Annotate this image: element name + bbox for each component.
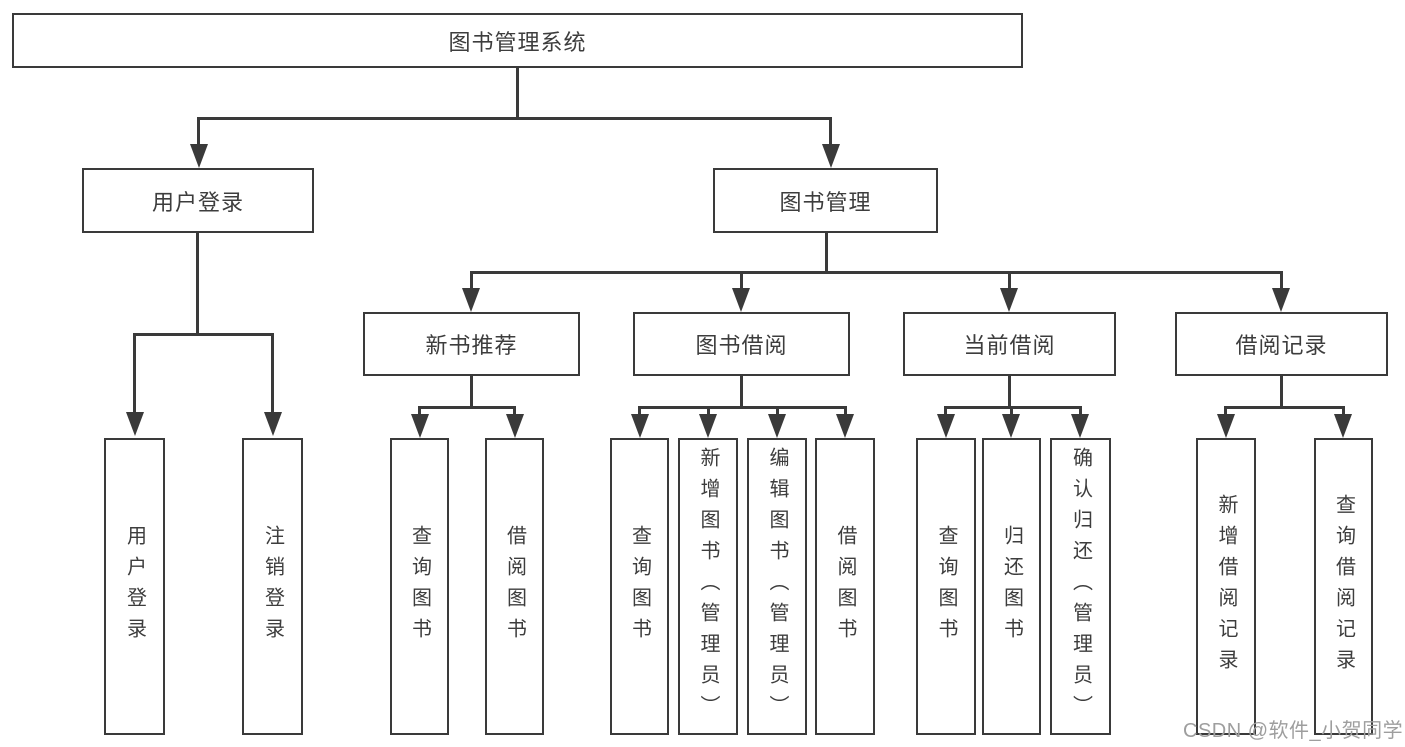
arrowhead-down xyxy=(411,414,429,438)
leaf-borrow-book-borrow-label: 借阅图书 xyxy=(834,524,856,649)
arrowhead-down xyxy=(732,288,750,312)
connector-root-drop-right xyxy=(829,117,832,147)
arrowhead-down xyxy=(506,414,524,438)
arrowhead-down xyxy=(1071,414,1089,438)
leaf-confirm-return-admin-label: 确认归还（管理员） xyxy=(1069,447,1092,726)
arrowhead-down xyxy=(822,144,840,168)
node-user-login: 用户登录 xyxy=(82,168,314,233)
arrowhead-down xyxy=(1000,288,1018,312)
leaf-query-book-borrow: 查询图书 xyxy=(610,438,669,735)
node-borrow-record-label: 借阅记录 xyxy=(1235,333,1328,358)
leaf-add-book-admin-label: 新增图书（管理员） xyxy=(697,447,719,726)
connector-userlogin-drop xyxy=(133,333,136,413)
connector-bookborrow-drop xyxy=(707,406,710,420)
connector-userlogin-stem xyxy=(196,232,199,336)
leaf-query-book-newbook-label: 查询图书 xyxy=(408,524,431,649)
leaf-add-borrow-record-label: 新增借阅记录 xyxy=(1215,493,1237,680)
node-root-label: 图书管理系统 xyxy=(448,29,587,55)
arrowhead-down xyxy=(1272,288,1290,312)
connector-root-split xyxy=(197,117,832,120)
node-book-borrow-label: 图书借阅 xyxy=(695,333,788,358)
arrowhead-down xyxy=(1217,414,1235,438)
leaf-return-book-label: 归还图书 xyxy=(1000,524,1023,649)
leaf-edit-book-admin: 编辑图书（管理员） xyxy=(747,438,807,735)
connector-currentborrow-split xyxy=(944,406,1082,409)
csdn-watermark: CSDN @软件_小贺同学 xyxy=(1183,720,1404,742)
connector-bookborrow-drop xyxy=(776,406,779,420)
connector-currentborrow-drop xyxy=(1079,406,1082,420)
leaf-borrow-book-newbook-label: 借阅图书 xyxy=(503,524,526,649)
arrowhead-down xyxy=(462,288,480,312)
arrowhead-down xyxy=(1002,414,1020,438)
leaf-user-login: 用户登录 xyxy=(104,438,165,735)
connector-root-stem xyxy=(516,68,519,119)
leaf-logout: 注销登录 xyxy=(242,438,303,735)
node-new-book-recommend-label: 新书推荐 xyxy=(425,333,518,358)
leaf-query-book-current: 查询图书 xyxy=(916,438,976,735)
leaf-query-borrow-record-label: 查询借阅记录 xyxy=(1332,493,1355,680)
node-new-book-recommend: 新书推荐 xyxy=(363,312,580,376)
connector-newbook-stem xyxy=(470,374,473,409)
leaf-confirm-return-admin: 确认归还（管理员） xyxy=(1050,438,1111,735)
node-current-borrow-label: 当前借阅 xyxy=(963,333,1056,358)
arrowhead-down xyxy=(937,414,955,438)
connector-bookmgmt-drop xyxy=(1008,271,1011,289)
leaf-user-login-label: 用户登录 xyxy=(123,524,146,649)
connector-newbook-drop xyxy=(418,406,421,420)
connector-currentborrow-drop xyxy=(1010,406,1013,420)
leaf-query-borrow-record: 查询借阅记录 xyxy=(1314,438,1373,735)
leaf-query-book-borrow-label: 查询图书 xyxy=(628,524,651,649)
arrowhead-down xyxy=(264,412,282,436)
connector-userlogin-drop xyxy=(271,333,274,413)
leaf-borrow-book-borrow: 借阅图书 xyxy=(815,438,875,735)
arrowhead-down xyxy=(126,412,144,436)
leaf-edit-book-admin-label: 编辑图书（管理员） xyxy=(766,447,788,726)
arrowhead-down xyxy=(699,414,717,438)
connector-bookmgmt-drop xyxy=(1280,271,1283,289)
node-book-management-label: 图书管理 xyxy=(779,189,872,215)
arrowhead-down xyxy=(190,144,208,168)
node-borrow-record: 借阅记录 xyxy=(1175,312,1388,376)
node-current-borrow: 当前借阅 xyxy=(903,312,1116,376)
connector-bookborrow-drop xyxy=(638,406,641,420)
arrowhead-down xyxy=(836,414,854,438)
arrowhead-down xyxy=(631,414,649,438)
connector-bookmgmt-drop xyxy=(470,271,473,289)
connector-borrowrecord-drop xyxy=(1342,406,1345,420)
arrowhead-down xyxy=(768,414,786,438)
connector-borrowrecord-split xyxy=(1224,406,1345,409)
connector-bookmgmt-split xyxy=(470,271,1282,274)
leaf-return-book: 归还图书 xyxy=(982,438,1041,735)
leaf-query-book-newbook: 查询图书 xyxy=(390,438,449,735)
leaf-add-borrow-record: 新增借阅记录 xyxy=(1196,438,1256,735)
connector-bookborrow-drop xyxy=(844,406,847,420)
leaf-query-book-current-label: 查询图书 xyxy=(935,524,957,649)
connector-currentborrow-stem xyxy=(1008,374,1011,409)
connector-newbook-drop xyxy=(513,406,516,420)
node-root: 图书管理系统 xyxy=(12,13,1023,68)
leaf-add-book-admin: 新增图书（管理员） xyxy=(678,438,738,735)
node-book-borrow: 图书借阅 xyxy=(633,312,850,376)
connector-bookmgmt-stem xyxy=(825,232,828,274)
leaf-borrow-book-newbook: 借阅图书 xyxy=(485,438,544,735)
connector-bookborrow-split xyxy=(638,406,847,409)
connector-newbook-split xyxy=(418,406,516,409)
connector-borrowrecord-stem xyxy=(1280,374,1283,409)
node-user-login-label: 用户登录 xyxy=(151,189,244,215)
connector-userlogin-split xyxy=(133,333,274,336)
leaf-logout-label: 注销登录 xyxy=(261,524,284,649)
node-book-management: 图书管理 xyxy=(713,168,938,233)
arrowhead-down xyxy=(1334,414,1352,438)
connector-bookmgmt-drop xyxy=(740,271,743,289)
connector-currentborrow-drop xyxy=(944,406,947,420)
connector-borrowrecord-drop xyxy=(1224,406,1227,420)
connector-bookborrow-stem xyxy=(740,374,743,409)
connector-root-drop-left xyxy=(197,117,200,147)
